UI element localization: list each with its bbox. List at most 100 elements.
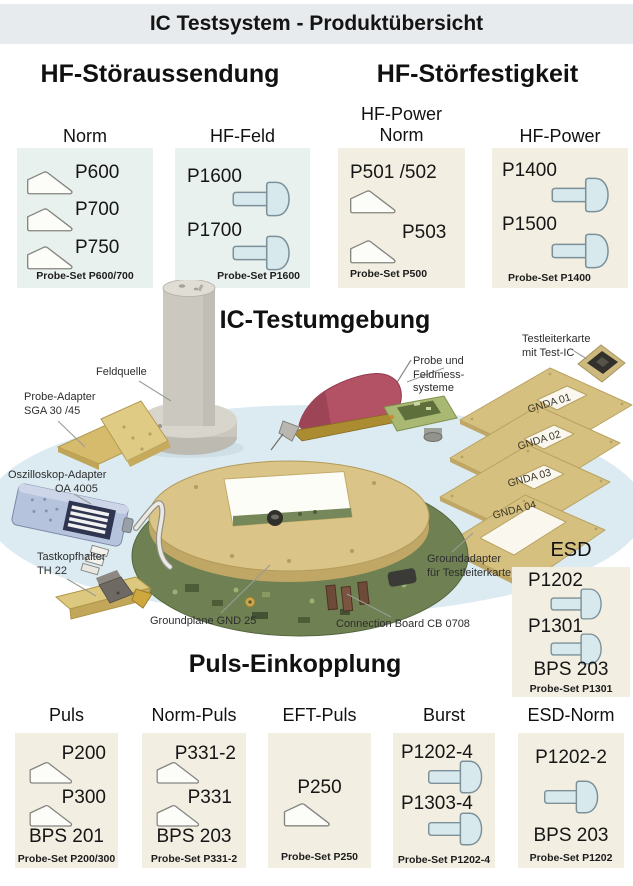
- tastkopfhalter-label-line2: TH 22: [37, 564, 67, 577]
- box-header-norm-puls: Norm-Puls: [151, 705, 237, 725]
- probe-label: P200: [61, 743, 106, 764]
- hf-power-probe-box: P1400 P1500 Probe-Set P1400: [492, 148, 628, 288]
- bps-label: BPS 203: [533, 659, 609, 680]
- tastkopfhalter-label: Tastkopfhalter TH 22: [37, 551, 105, 578]
- wedge-probe-icon: [25, 244, 75, 271]
- puls-probe-box: P200 P300 BPS 201 Probe-Set P200/300: [15, 733, 118, 868]
- probe-adapter-label: Probe-Adapter SGA 30 /45: [24, 391, 96, 418]
- groundplane-graphic: [148, 460, 430, 582]
- field-probe-icon: [423, 759, 487, 795]
- probe-adapter-graphic: [56, 400, 171, 470]
- probe-label: P600: [75, 162, 120, 183]
- bps-label: BPS 203: [156, 826, 232, 847]
- box-header-hf-power-norm-line2: Norm: [379, 125, 424, 145]
- probe-label: P503: [402, 222, 447, 243]
- probe-set-footer: Probe-Set P1301: [529, 683, 613, 695]
- probe-label: P1202-4: [401, 742, 473, 763]
- probe-set-footer: Probe-Set P250: [280, 851, 359, 863]
- box-header-eft-puls: EFT-Puls: [282, 705, 357, 725]
- probe-label: P700: [75, 199, 120, 220]
- probe-label: P1303-4: [401, 793, 473, 814]
- probe-label: P250: [297, 777, 342, 798]
- oszilloskop-adapter-label-line1: Oszilloskop-Adapter: [8, 469, 107, 481]
- feldquelle-label: Feldquelle: [96, 366, 147, 378]
- groundplane-label: Groundplane GND 25: [150, 615, 257, 627]
- wedge-probe-icon: [348, 238, 398, 265]
- eft-puls-probe-box: P250 Probe-Set P250: [268, 733, 371, 868]
- probe-label: P331: [187, 787, 232, 808]
- probe-label: P300: [61, 787, 106, 808]
- testleiterkarte-label-line2: mit Test-IC: [522, 346, 575, 359]
- probe-set-footer: Probe-Set P600/700: [36, 270, 134, 282]
- probe-label: P1301: [528, 616, 583, 637]
- wedge-probe-icon: [280, 801, 334, 828]
- bps-label: BPS 203: [533, 825, 609, 846]
- burst-probe-box: P1202-4 P1303-4 Probe-Set P1202-4: [393, 733, 495, 868]
- groundadapter-label-line2: für Testleiterkarte: [427, 566, 512, 579]
- connection-board-label: Connection Board CB 0708: [336, 618, 470, 630]
- oszilloskop-adapter-label: Oszilloskop-Adapter OA 4005: [8, 469, 106, 496]
- probe-set-footer: Probe-Set P1202: [529, 852, 613, 864]
- box-header-hf-feld: HF-Feld: [209, 126, 275, 146]
- box-header-burst: Burst: [422, 705, 465, 725]
- groundadapter-label: Groundadapter für Testleiterkarte: [427, 553, 511, 580]
- tastkopfhalter-label-line1: Tastkopfhalter: [37, 551, 106, 563]
- probe-label: P501 /502: [350, 162, 437, 183]
- groundadapter-label-line1: Groundadapter: [427, 553, 501, 565]
- probe-label: P750: [75, 237, 120, 258]
- page-title: IC Testsystem - Produktübersicht: [0, 4, 633, 44]
- esd-norm-probe-box: P1202-2 BPS 203 Probe-Set P1202: [518, 733, 624, 868]
- field-probe-icon: [548, 232, 612, 270]
- probe-set-footer: Probe-Set P200/300: [17, 853, 116, 865]
- wedge-probe-icon: [348, 188, 398, 215]
- probe-set-footer: Probe-Set P331-2: [150, 853, 238, 865]
- hf-feld-probe-box: P1600 P1700 Probe-Set P1600: [175, 148, 310, 288]
- box-header-puls: Puls: [48, 705, 84, 725]
- field-probe-icon: [229, 234, 293, 272]
- hf-power-norm-probe-box: P501 /502 P503 Probe-Set P500: [338, 148, 465, 288]
- probe-label: P1500: [502, 214, 557, 235]
- wedge-probe-icon: [25, 206, 75, 233]
- ic-test-environment-illustration: [0, 280, 633, 637]
- probe-label: P1202-2: [535, 747, 607, 768]
- probe-feldmess-label-line1: Probe und: [413, 355, 464, 367]
- box-header-hf-power: HF-Power: [519, 126, 601, 146]
- field-probe-icon: [548, 176, 612, 214]
- wedge-probe-icon: [154, 760, 202, 785]
- probe-label: P1600: [187, 166, 242, 187]
- probe-label: P1400: [502, 160, 557, 181]
- wedge-probe-icon: [154, 803, 202, 828]
- wedge-probe-icon: [27, 803, 75, 828]
- box-header-esd: ESD: [550, 539, 592, 561]
- probe-feldmess-label: Probe und Feldmess- systeme: [413, 355, 464, 396]
- probe-adapter-label-line1: Probe-Adapter: [24, 391, 96, 403]
- box-header-hf-power-norm-line1: HF-Power: [360, 104, 442, 124]
- oszilloskop-adapter-label-line2: OA 4005: [55, 482, 98, 495]
- section-header-emission: HF-Störaussendung: [40, 60, 280, 88]
- probe-set-footer: Probe-Set P1202-4: [397, 854, 491, 866]
- norm-puls-probe-box: P331-2 P331 BPS 203 Probe-Set P331-2: [142, 733, 246, 868]
- esd-probe-box: P1202 P1301 BPS 203 Probe-Set P1301: [512, 567, 630, 697]
- wedge-probe-icon: [27, 760, 75, 785]
- probe-set-footer: Probe-Set P1400: [508, 272, 591, 284]
- probe-set-footer: Probe-Set P1600: [217, 270, 300, 282]
- tastkopfhalter-graphic: [54, 570, 153, 620]
- field-probe-icon: [540, 779, 602, 815]
- probe-feldmess-label-line2: Feldmess-: [413, 368, 465, 381]
- probe-label: P1202: [528, 570, 583, 591]
- probe-feldmess-label-line3: systeme: [413, 382, 454, 394]
- probe-label: P331-2: [174, 743, 236, 764]
- test-ic-chip-graphic: [577, 344, 626, 383]
- bps-label: BPS 201: [29, 826, 104, 847]
- leader-lines: [57, 350, 588, 618]
- probe-adapter-label-line2: SGA 30 /45: [24, 404, 81, 417]
- field-probe-icon: [229, 180, 293, 218]
- section-header-environment: IC-Testumgebung: [219, 306, 431, 334]
- testleiterkarte-label-line1: Testleiterkarte: [522, 333, 591, 345]
- gnda-plates-graphic: [439, 367, 633, 590]
- section-header-immunity: HF-Störfestigkeit: [376, 60, 579, 88]
- testleiterkarte-label: Testleiterkarte mit Test-IC: [522, 333, 590, 360]
- feldquelle-graphic: [134, 280, 244, 458]
- section-header-pulse: Puls-Einkopplung: [188, 650, 402, 678]
